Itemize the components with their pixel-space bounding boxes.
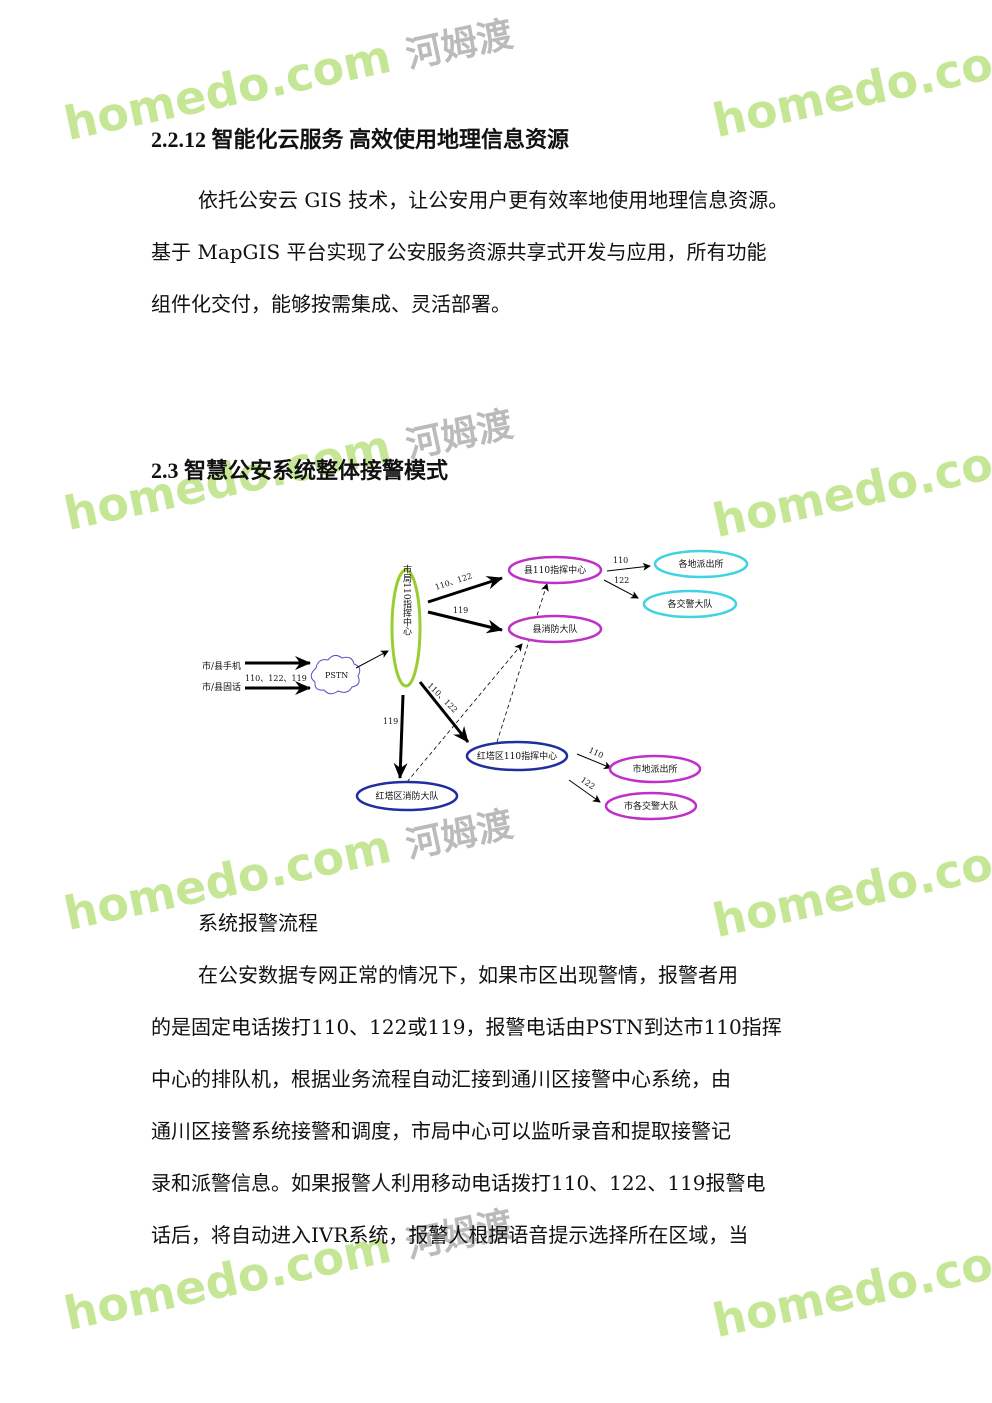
edge: [393, 694, 408, 779]
node-county-fire: [507, 614, 603, 644]
node-district-center-label: 红塔区110指挥中心: [477, 750, 557, 762]
source-landline: 市/县固话: [202, 681, 241, 693]
node-county-traffic: [642, 589, 738, 619]
edge: [606, 562, 651, 572]
paragraph-line: 组件化交付，能够按需集成、灵活部署。: [151, 292, 511, 316]
edge-label: 110: [613, 556, 628, 565]
node-county-center-label: 县110指挥中心: [524, 564, 586, 576]
node-county-police-label: 各地派出所: [678, 558, 723, 570]
paragraph-line: 在公安数据专网正常的情况下，如果市区出现警情，报警者用: [198, 963, 738, 987]
node-county-traffic-label: 各交警大队: [667, 598, 712, 610]
node-district-center: [465, 740, 569, 772]
paragraph-line: 中心的排队机，根据业务流程自动汇接到通川区接警中心系统，由: [151, 1067, 731, 1091]
paragraph-line: 话后，将自动进入IVR系统，报警人根据语音提示选择所在区域，当: [151, 1223, 749, 1247]
edge-label: 119: [453, 606, 468, 615]
edge: [418, 681, 470, 743]
node-county-center: [507, 555, 603, 585]
paragraph-line: 通川区接警系统接警和调度，市局中心可以监听录音和提取接警记: [151, 1119, 731, 1143]
edge: [568, 779, 601, 803]
dashed-edge: [406, 643, 523, 783]
paragraph-line: 基于 MapGIS 平台实现了公安服务资源共享式开发与应用，所有功能: [151, 240, 767, 264]
paragraph-line: 依托公安云 GIS 技术，让公安用户更有效率地使用地理信息资源。: [198, 188, 789, 212]
node-district-fire: [355, 780, 459, 812]
pstn-cloud-icon: [310, 654, 361, 695]
node-city-traffic-label: 市各交警大队: [624, 800, 678, 812]
edge: [576, 753, 612, 770]
node-county-police: [653, 549, 749, 579]
node-city-police: [608, 754, 702, 784]
edge: [427, 610, 503, 634]
source-mobile: 市/县手机: [202, 660, 241, 672]
dashed-edge: [496, 583, 549, 743]
section-heading: 2.3 智慧公安系统整体接警模式: [151, 458, 449, 483]
node-county-fire-label: 县消防大队: [532, 623, 577, 635]
edge: [355, 650, 389, 669]
pstn-label: PSTN: [325, 671, 348, 680]
paragraph-line: 的是固定电话拨打110、122或119，报警电话由PSTN到达市110指挥: [151, 1015, 782, 1039]
node-city-center: [390, 568, 422, 688]
edge-label: 119: [383, 717, 398, 726]
subheading: 系统报警流程: [198, 911, 318, 935]
edge: [427, 575, 503, 604]
node-city-center-label: 市局110指挥中心: [401, 563, 412, 635]
section-heading: 2.2.12 智能化云服务 高效使用地理信息资源: [151, 127, 570, 152]
edge-label: 110: [587, 746, 605, 761]
paragraph-line: 录和派警信息。如果报警人利用移动电话拨打110、122、119报警电: [151, 1171, 766, 1195]
node-city-police-label: 市地派出所: [632, 763, 677, 775]
edge: [603, 579, 639, 599]
source-codes: 110、122、119: [245, 674, 307, 683]
edge-label: 122: [614, 576, 629, 585]
node-district-fire-label: 红塔区消防大队: [375, 790, 438, 802]
node-city-traffic: [604, 791, 698, 821]
